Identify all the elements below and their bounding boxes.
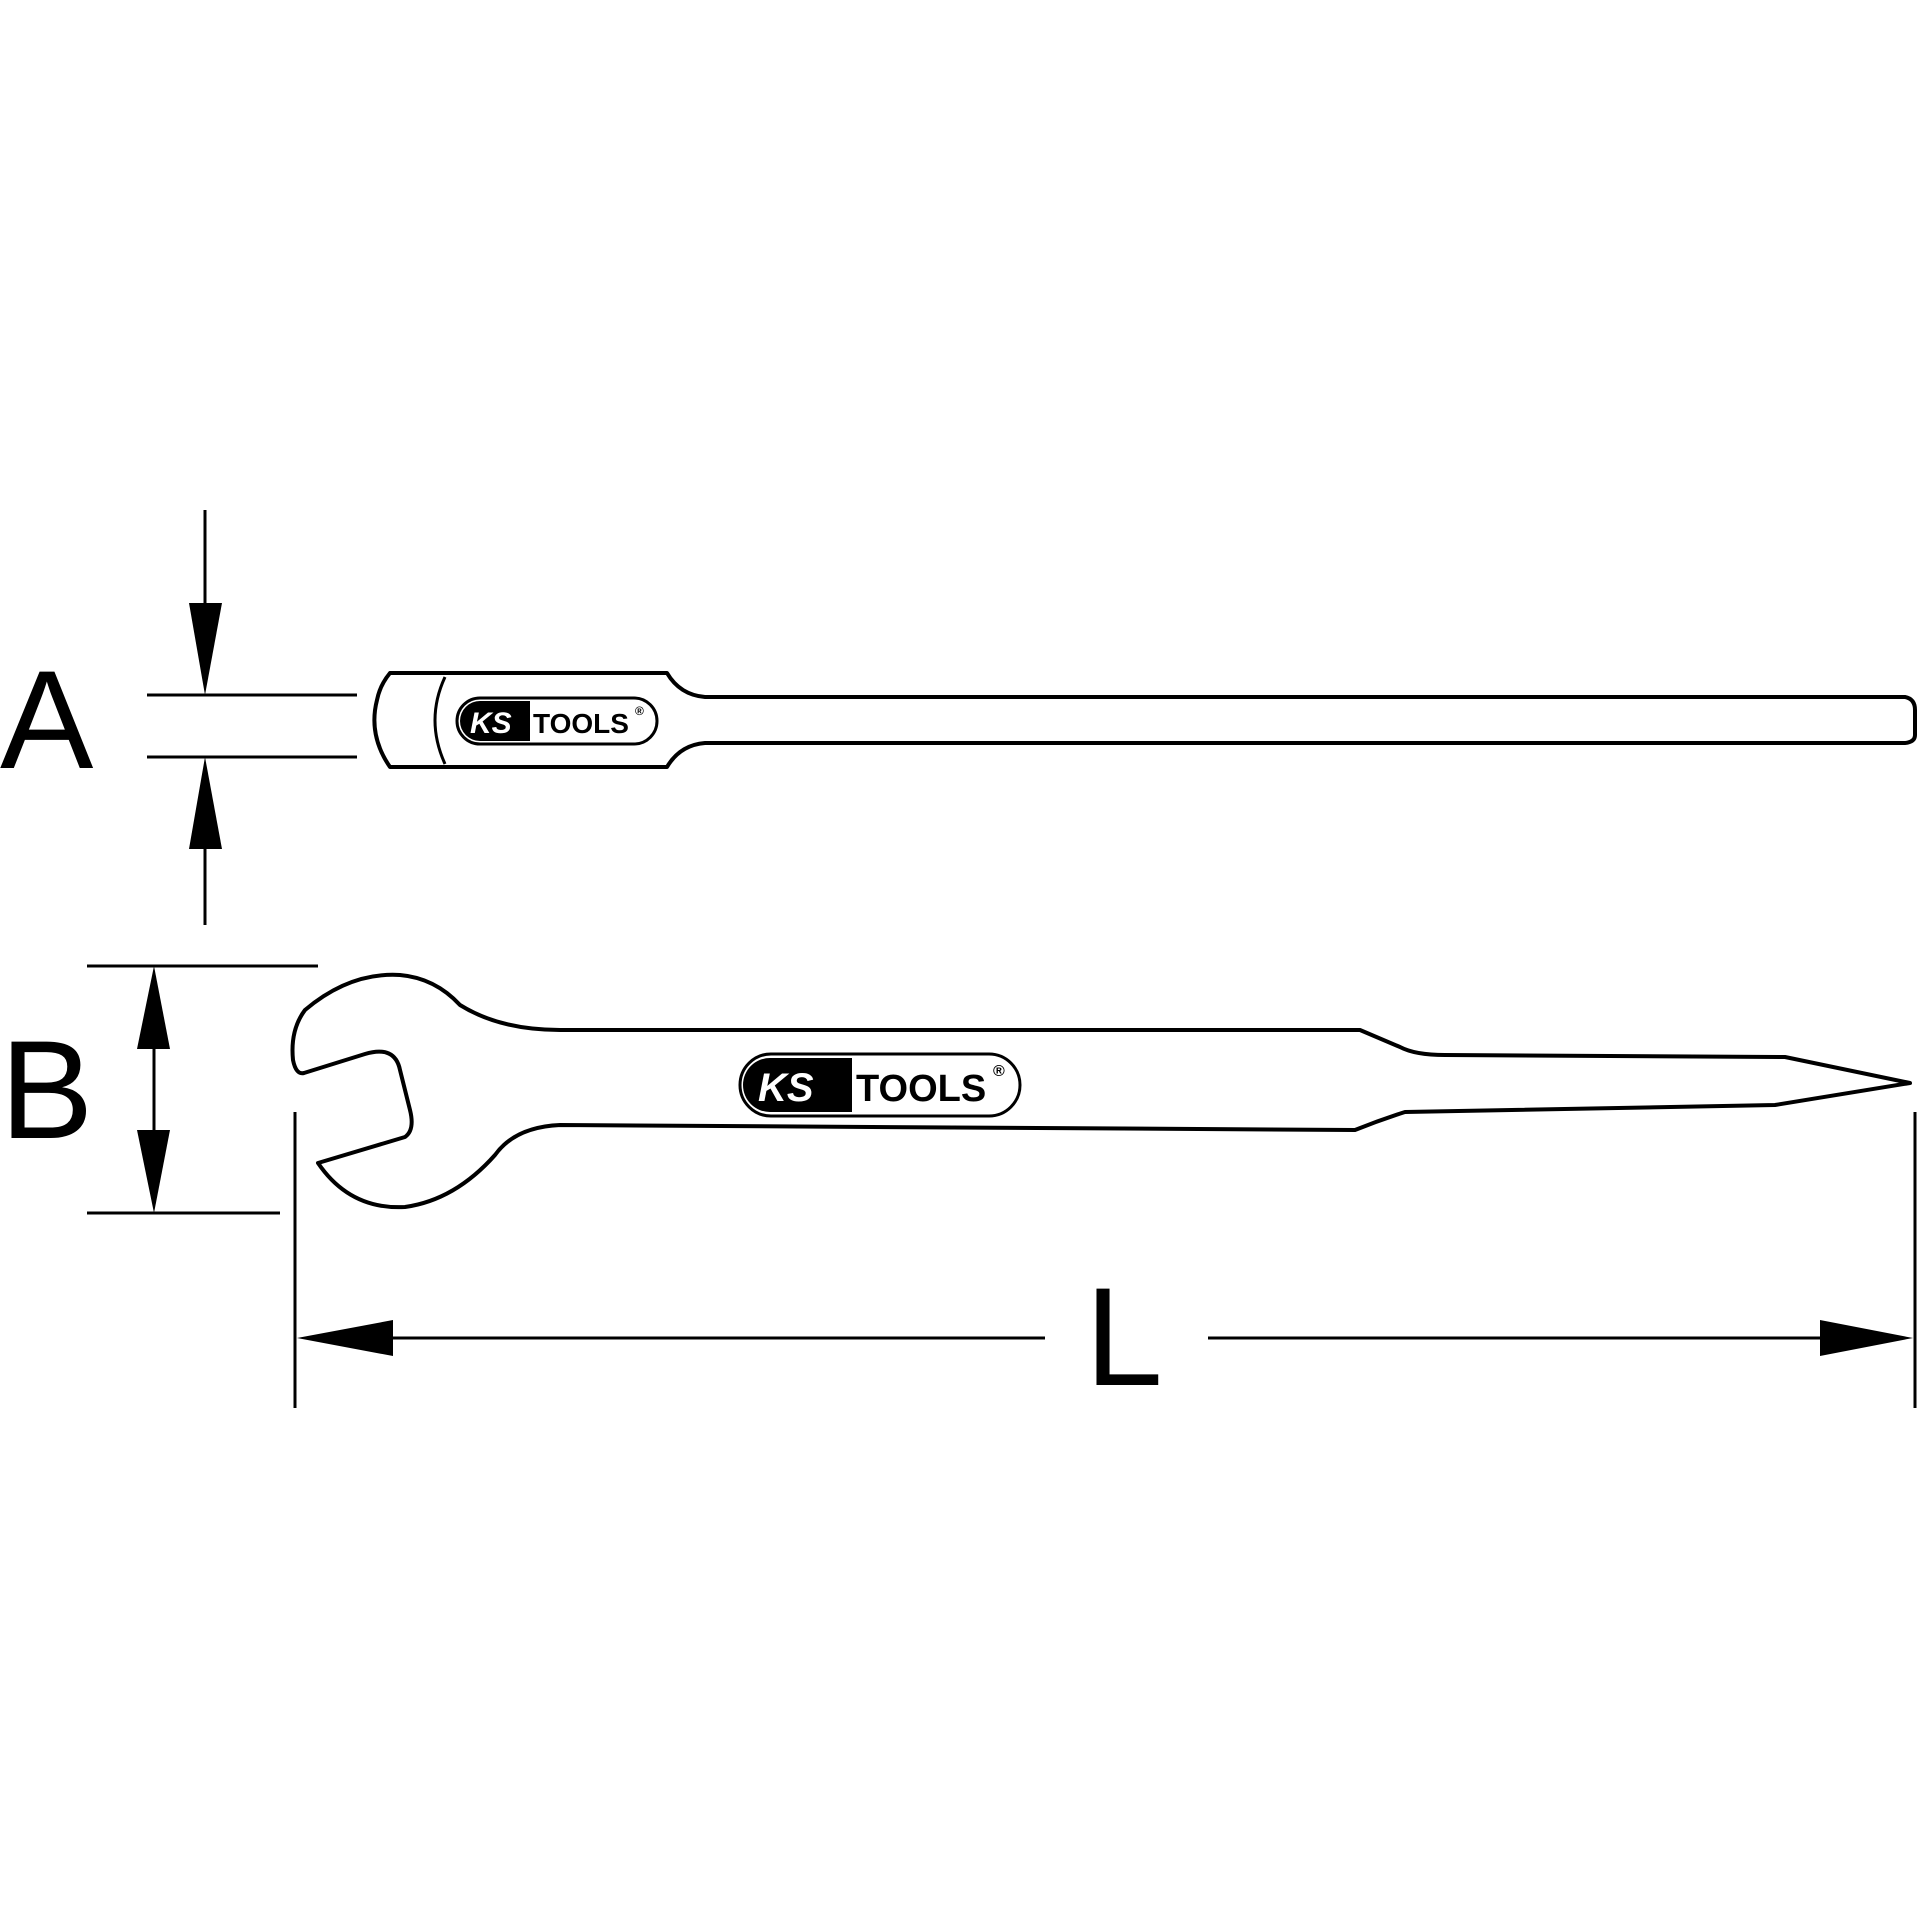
logo-side-black-part <box>460 701 530 741</box>
dimension-l-arrowhead-left <box>297 1320 393 1356</box>
dimension-l-label: L <box>1085 1258 1163 1415</box>
dimension-b-arrowhead-top <box>137 966 170 1049</box>
logo-side-tools: TOOLS <box>533 708 629 739</box>
logo-side-ks: KS <box>470 707 512 740</box>
wrench-side-view: KS TOOLS ® <box>372 671 1917 769</box>
side-view-outline <box>372 671 1917 769</box>
logo-front-tools: TOOLS <box>856 1068 986 1110</box>
dimension-b-label: B <box>0 1011 93 1168</box>
dimension-a-label: A <box>0 641 94 798</box>
logo-front-ks: KS <box>758 1066 814 1110</box>
logo-side: KS TOOLS ® <box>455 696 659 746</box>
dimension-a-arrowhead-bottom <box>189 757 222 849</box>
dimension-a-arrowhead-top <box>189 603 222 695</box>
side-view-head-contour <box>433 676 447 765</box>
front-view-outline <box>290 972 1912 1210</box>
dimension-b: B <box>0 964 318 1215</box>
logo-front: KS TOOLS ® <box>738 1052 1022 1118</box>
logo-front-black-part <box>743 1058 852 1112</box>
dimension-a: A <box>0 510 357 925</box>
wrench-front-view: KS TOOLS ® <box>290 972 1912 1210</box>
logo-side-registered: ® <box>635 704 644 718</box>
dimension-b-arrowhead-bottom <box>137 1130 170 1213</box>
logo-front-registered: ® <box>993 1063 1005 1080</box>
dimension-l-arrowhead-right <box>1820 1320 1913 1356</box>
dimension-l: L <box>293 1112 1917 1415</box>
